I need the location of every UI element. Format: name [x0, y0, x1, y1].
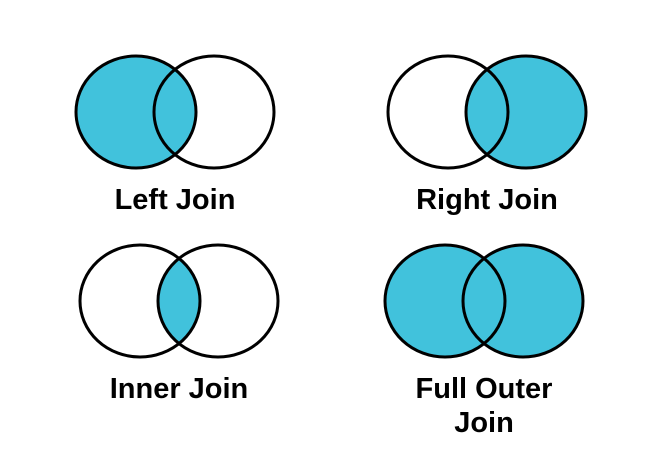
left-join-label: Left Join: [114, 184, 236, 216]
full-outer-join-label: Full Outer Join: [415, 373, 553, 439]
right-join-venn: [386, 54, 588, 170]
right-circle-fill: [466, 56, 586, 168]
inner-join-diagram: Inner Join: [78, 242, 280, 407]
inner-join-label: Inner Join: [109, 373, 249, 405]
left-join-venn: [74, 54, 276, 170]
left-circle-outline: [386, 54, 510, 170]
left-circle-fill: [76, 56, 196, 168]
inner-join-venn: [78, 243, 280, 359]
full-outer-join-diagram: Full Outer Join: [383, 242, 585, 440]
intersection-fill: [158, 245, 200, 357]
full-outer-join-venn: [383, 243, 585, 359]
right-circle-outline: [156, 243, 280, 359]
left-circle-outline: [383, 243, 507, 359]
right-circle-outline: [464, 54, 588, 170]
right-circle-fill: [463, 245, 583, 357]
right-join-diagram: Right Join: [386, 53, 588, 218]
left-circle-outline: [78, 243, 202, 359]
right-circle-outline: [461, 243, 585, 359]
right-circle-outline: [152, 54, 276, 170]
left-circle-outline: [74, 54, 198, 170]
right-join-label: Right Join: [416, 184, 558, 216]
left-join-diagram: Left Join: [74, 53, 276, 218]
